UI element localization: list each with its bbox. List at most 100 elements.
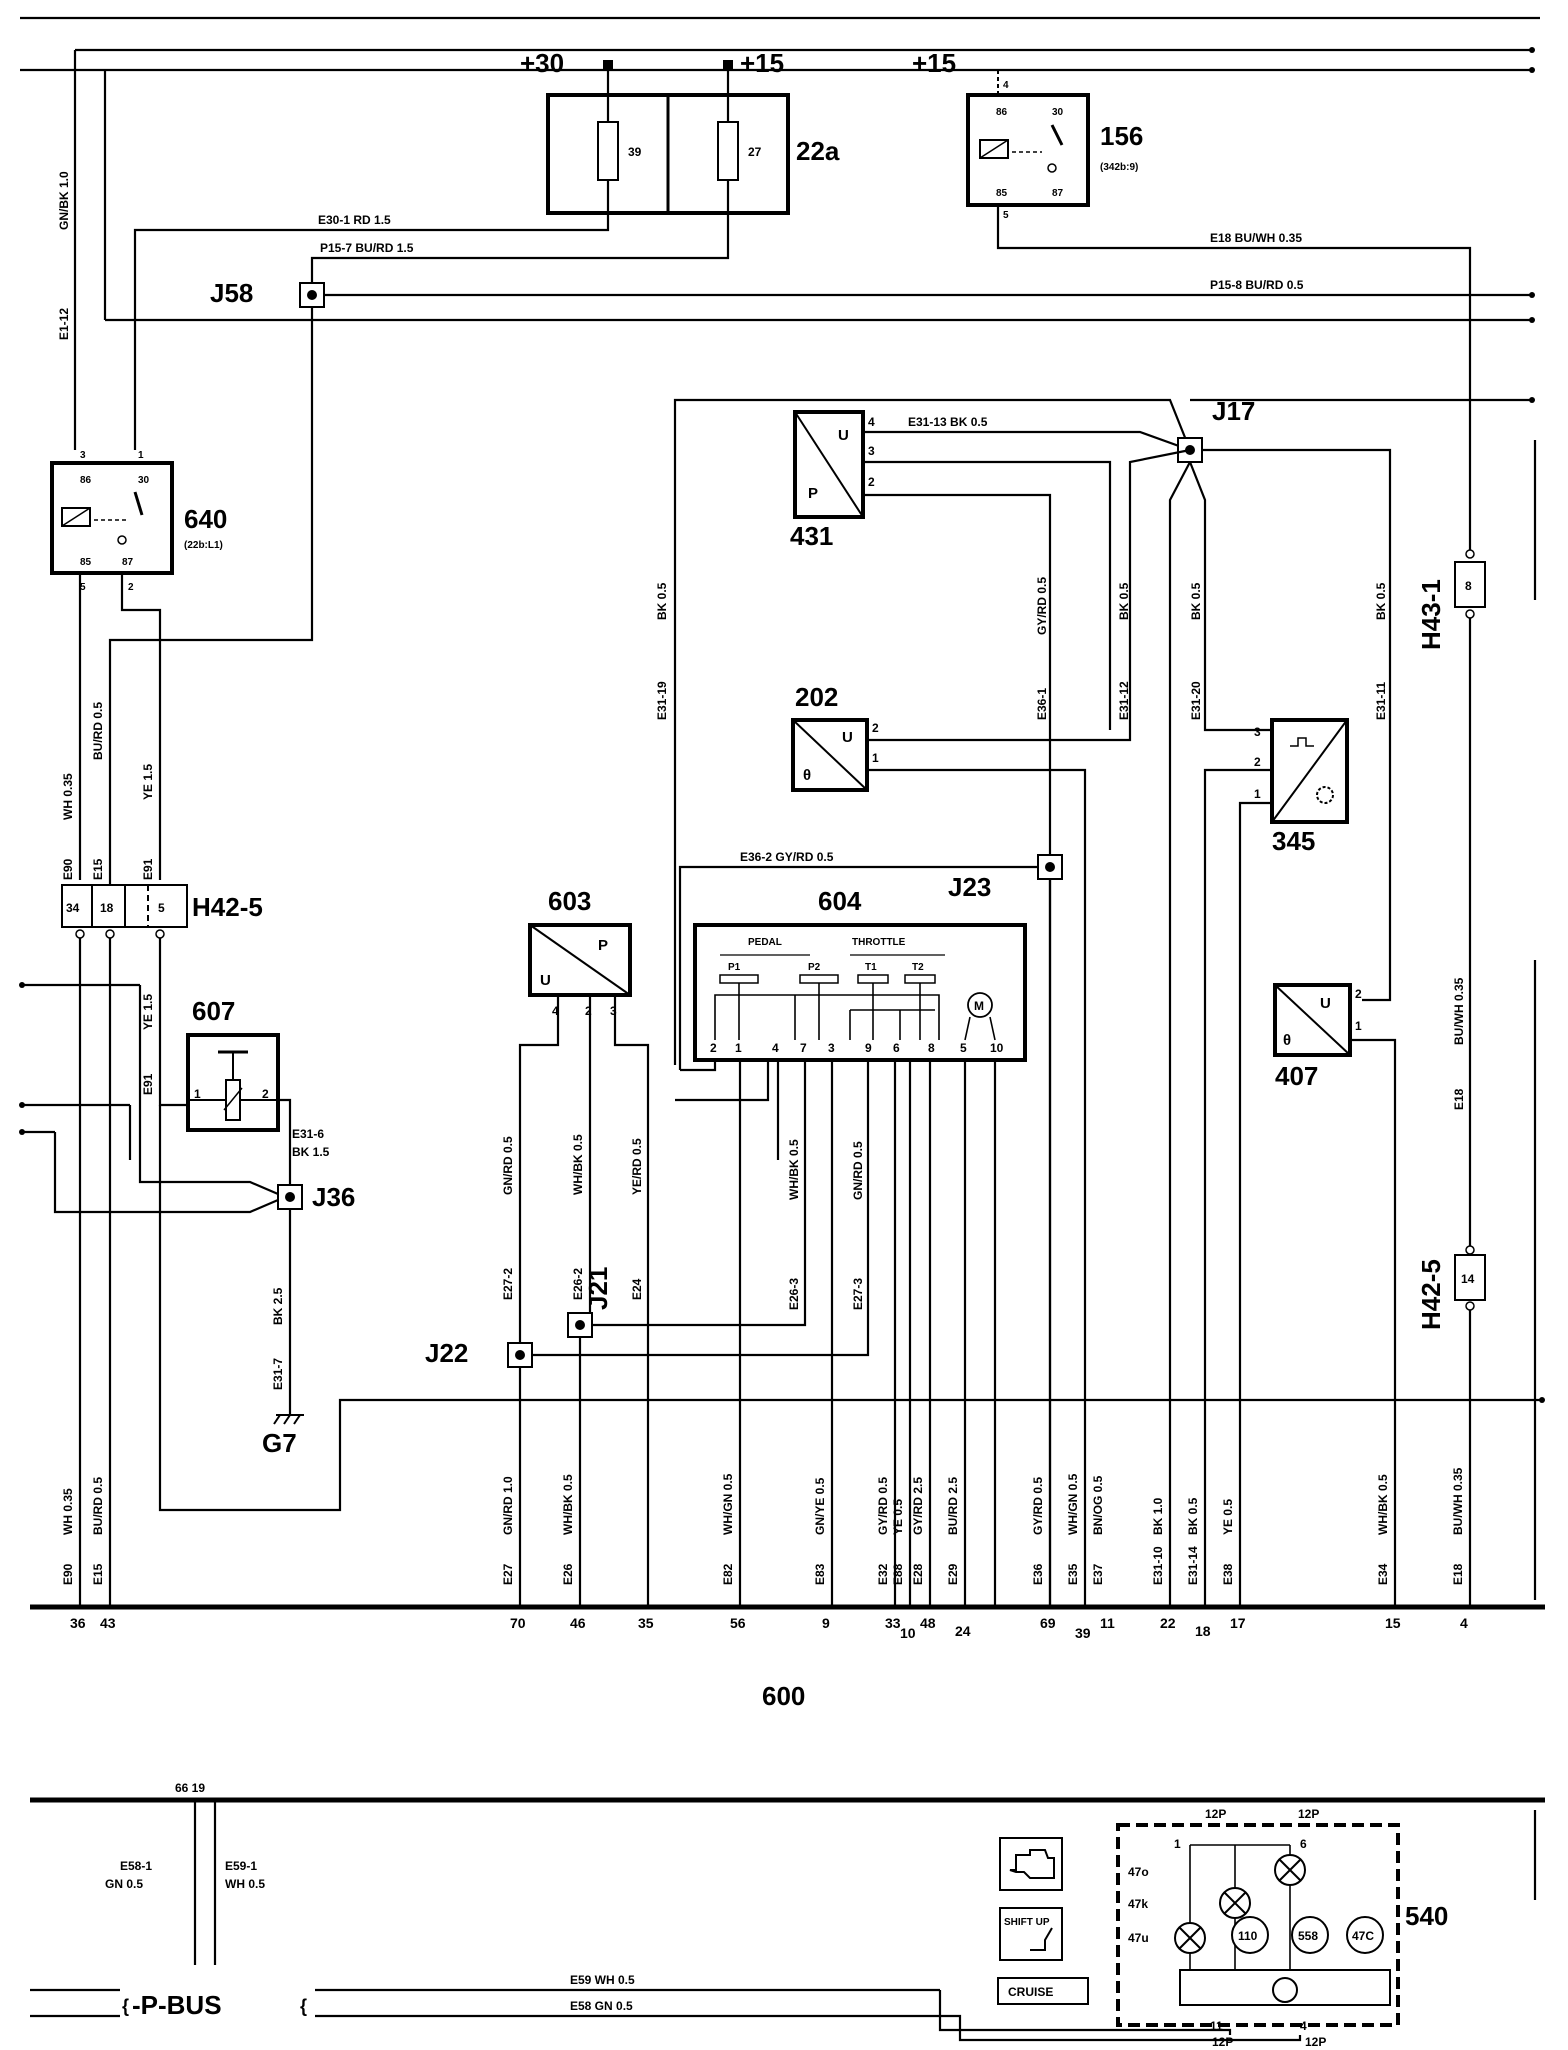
wire-end-dot [19, 1129, 25, 1135]
label-e27-3: E27-3 [851, 1278, 865, 1310]
label-e31-12: E31-12 [1117, 681, 1131, 720]
fusebox-id: 22a [796, 136, 840, 166]
sensor-345-id: 345 [1272, 826, 1315, 856]
pbus-bracket: { [122, 1996, 129, 2016]
wire-e31-12 [1128, 448, 1191, 700]
bottom-wire-name: E15 [91, 1563, 105, 1585]
relay-156-id: 156 [1100, 121, 1143, 151]
cluster-pin-47u: 47u [1128, 1931, 1149, 1945]
relay-156-contact-point [1047, 163, 1057, 173]
module-604-internal [964, 1016, 971, 1041]
relay-156 [966, 93, 1090, 207]
pot-t2-label: T2 [912, 962, 924, 973]
label-gnbk: GN/BK 1.0 [57, 171, 71, 230]
sensor-345-pin-3: 3 [1254, 725, 1261, 739]
pot-p2-label: P2 [808, 962, 821, 973]
component-540 [1116, 1823, 1400, 2027]
bottom-wire-name: E18 [1451, 1563, 1465, 1585]
module-604-pin: 8 [928, 1041, 935, 1055]
module-604-throttle: THROTTLE [852, 937, 906, 948]
module-604-pin: 2 [710, 1041, 717, 1055]
component-607 [186, 1033, 280, 1132]
junction-j36-dot [285, 1192, 295, 1202]
engine-warning-icon [999, 1837, 1063, 1891]
lamp-47c-icon [1346, 1916, 1384, 1954]
pbus-pins: 66 19 [175, 1781, 205, 1795]
module-604-motor: M [974, 999, 984, 1013]
bottom-wire-name: E83 [813, 1563, 827, 1585]
sensor-407-u: U [1320, 995, 1331, 1012]
connector-h42-5b [1454, 1254, 1486, 1301]
wire-e26-3 [590, 1060, 807, 1327]
connector-h43-id: H43-1 [1416, 579, 1446, 650]
bottom-wire-pin: 17 [1230, 1615, 1246, 1631]
sensor-431-pin-2: 2 [868, 475, 875, 489]
shift-up-label: SHIFT UP [1004, 1917, 1050, 1928]
h42-cell-5: 5 [158, 901, 165, 915]
h42b-pin-dot [1465, 1301, 1475, 1311]
relay-640-coil-slash [61, 507, 91, 527]
relay-156-contact [1050, 124, 1064, 146]
pbus-bracket: { [300, 1996, 307, 2016]
label-whbk05-a: WH/BK 0.5 [571, 1134, 585, 1195]
sensor-603-slash [529, 924, 631, 996]
label-e36-2: E36-2 GY/RD 0.5 [740, 850, 834, 864]
supply-plus15-relay: +15 [912, 48, 956, 78]
bottom-wire-name: E34 [1376, 1563, 1390, 1585]
label-p15-7: P15-7 BU/RD 1.5 [320, 241, 414, 255]
wire-e31-20 [1188, 461, 1270, 732]
label-e27-2: E27-2 [501, 1268, 515, 1300]
relay-640 [50, 461, 174, 575]
ground-g7-hatch [293, 1414, 301, 1425]
cluster-pin-1: 1 [1174, 1837, 1181, 1851]
label-ye15-b: YE 1.5 [141, 994, 155, 1030]
sensor-345-pin-1: 1 [1254, 787, 1261, 801]
module-604-pin: 6 [893, 1041, 900, 1055]
bottom-wire-pin: 69 [1040, 1615, 1056, 1631]
bottom-wire-spec: GN/YE 0.5 [813, 1477, 827, 1535]
relay-156-ref: (342b:9) [1100, 162, 1138, 173]
connector-600-id: 600 [762, 1681, 805, 1711]
bottom-wire-spec: BU/WH 0.35 [1451, 1467, 1465, 1535]
bottom-wire-pin: 22 [1160, 1615, 1176, 1631]
bottom-wire-spec: BK 0.5 [1186, 1497, 1200, 1535]
ground-g7-label: G7 [262, 1428, 297, 1458]
junction-j21-label: J21 [583, 1267, 613, 1310]
h42-cell-18: 18 [100, 901, 114, 915]
sensor-345-pin-2: 2 [1254, 755, 1261, 769]
module-604-pedal: PEDAL [748, 937, 782, 948]
wire-431-pin3 [863, 460, 1112, 730]
h42-pin-dot [155, 929, 165, 939]
bottom-wire-spec: WH 0.35 [61, 1488, 75, 1535]
bottom-wire-name: E28 [911, 1563, 925, 1585]
bottom-wire-name: E29 [946, 1563, 960, 1585]
bottom-wire-spec: BU/RD 2.5 [946, 1477, 960, 1535]
junction-j58-label: J58 [210, 278, 253, 308]
sensor-431-id: 431 [790, 521, 833, 551]
bottom-wire-name: E35 [1066, 1563, 1080, 1585]
sensor-407-theta: θ [1283, 1032, 1291, 1049]
component-540-id: 540 [1405, 1901, 1448, 1931]
bus-end-dot [1529, 47, 1535, 53]
bottom-wire-pin: 56 [730, 1615, 746, 1631]
module-604-pin: 10 [990, 1041, 1004, 1055]
wire-p15-7 [108, 180, 730, 920]
junction-j36-label: J36 [312, 1182, 355, 1212]
cluster-conn-top-b: 12P [1298, 1807, 1319, 1821]
relay-640-pin-bl: 5 [80, 582, 86, 593]
cruise-label: CRUISE [1008, 1985, 1053, 1999]
shift-up-indicator [999, 1907, 1063, 1961]
sensor-202-theta: θ [803, 767, 811, 784]
sensor-345-slash [1271, 719, 1348, 823]
wire-end-dot [19, 982, 25, 988]
junction-j22-label: J22 [425, 1338, 468, 1368]
label-wh035: WH 0.35 [61, 773, 75, 820]
relay-640-pin-30: 30 [138, 475, 150, 486]
bottom-wire-spec: BK 1.0 [1151, 1497, 1165, 1535]
bottom-wire-name: E32 [876, 1563, 890, 1585]
engine-icon [1009, 1849, 1055, 1879]
bottom-wire-spec: BU/RD 0.5 [91, 1477, 105, 1535]
supply-plus30: +30 [520, 48, 564, 78]
bottom-wire-name: E38 [1221, 1563, 1235, 1585]
